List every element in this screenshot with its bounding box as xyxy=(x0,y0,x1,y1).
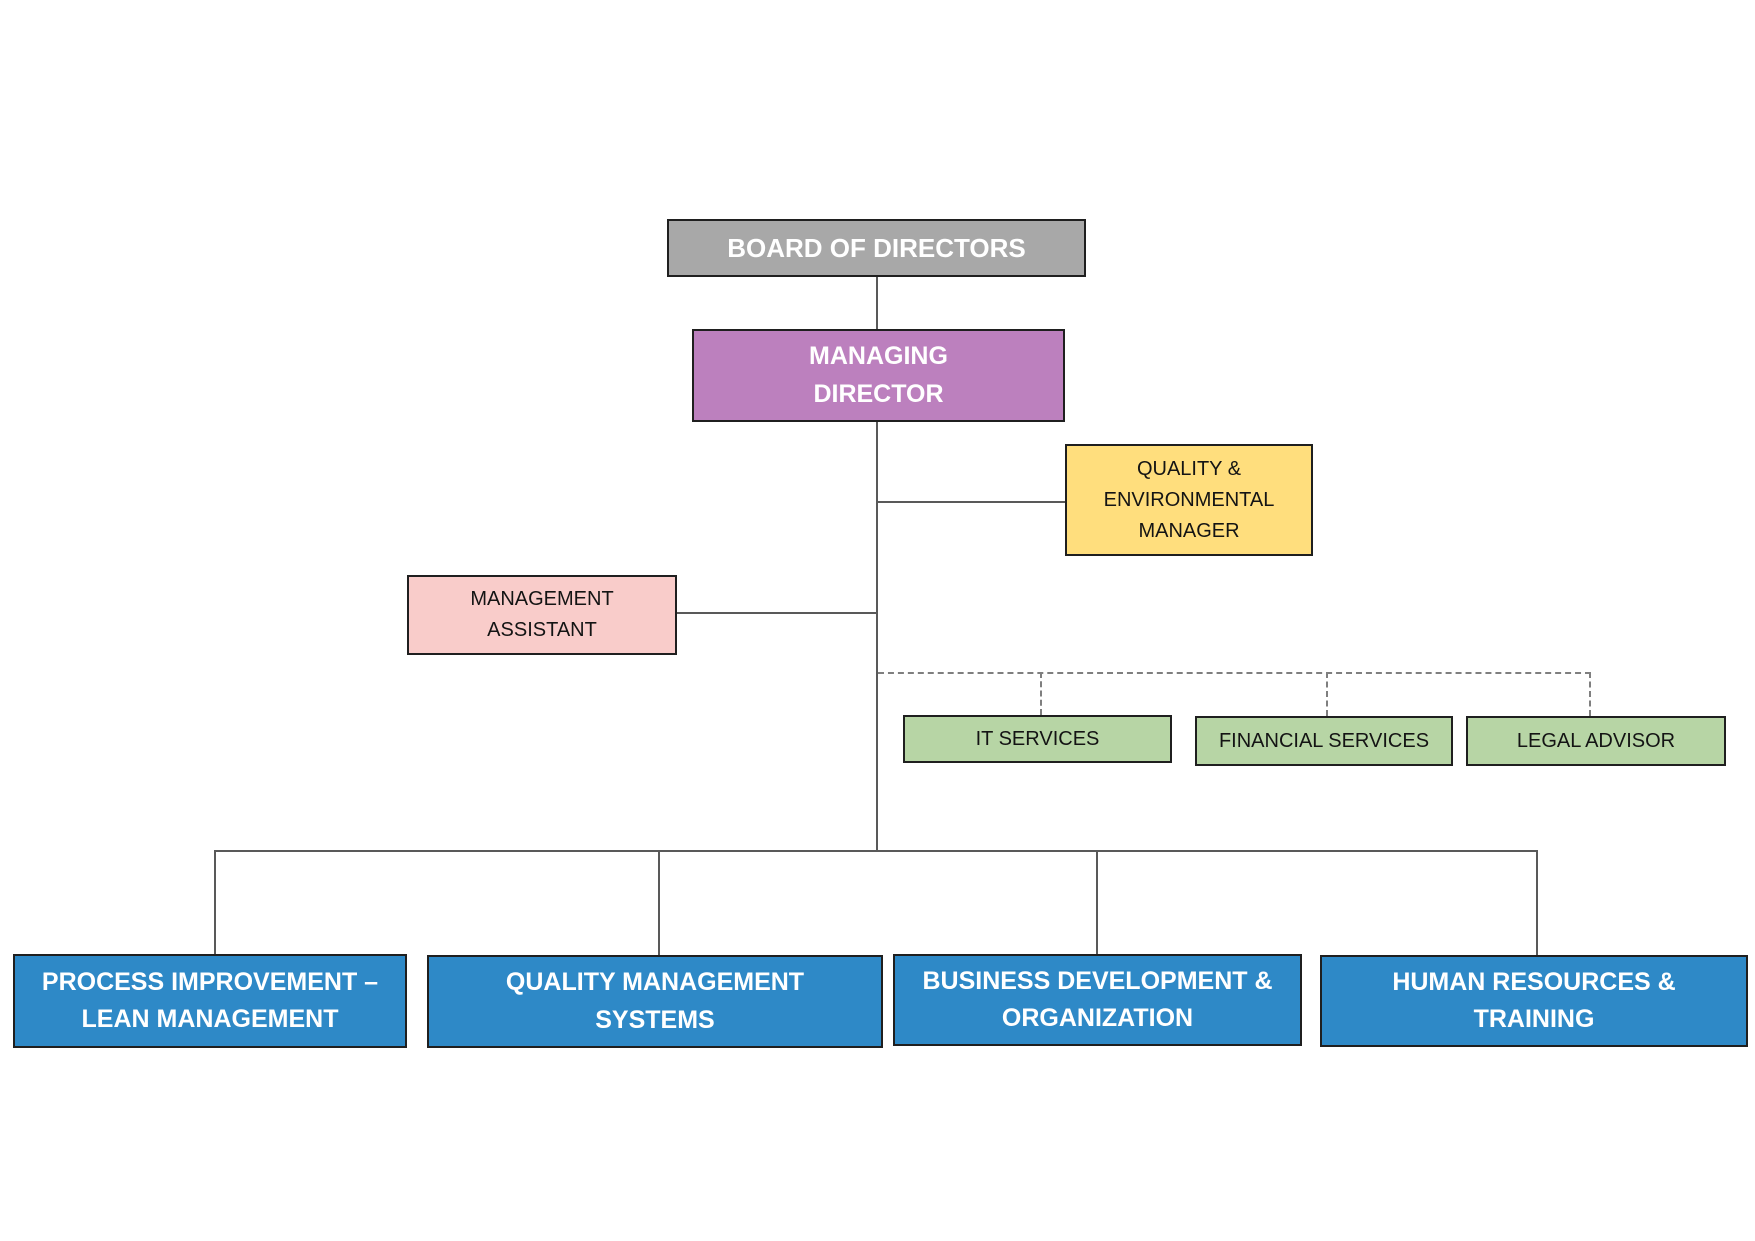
node-human-resources-training: HUMAN RESOURCES & TRAINING xyxy=(1320,955,1748,1047)
dashed-rail-services xyxy=(878,672,1591,674)
connector-to-management-assistant xyxy=(677,612,878,614)
node-process-improvement-label: PROCESS IMPROVEMENT – LEAN MANAGEMENT xyxy=(41,967,379,1034)
node-management-assistant: MANAGEMENT ASSISTANT xyxy=(407,575,677,655)
connector-board-to-managing-director xyxy=(876,277,878,329)
node-managing-director-label: MANAGING DIRECTOR xyxy=(809,342,948,408)
dashed-drop-financial-services xyxy=(1326,672,1328,716)
drop-human-resources xyxy=(1536,850,1538,955)
node-managing-director: MANAGING DIRECTOR xyxy=(692,329,1065,422)
node-financial-services: FINANCIAL SERVICES xyxy=(1195,716,1453,766)
node-financial-services-label: FINANCIAL SERVICES xyxy=(1218,729,1430,752)
node-board-of-directors: BOARD OF DIRECTORS xyxy=(667,219,1086,277)
node-quality-environmental-manager: QUALITY & ENVIRONMENTAL MANAGER xyxy=(1065,444,1313,556)
node-quality-management-systems: QUALITY MANAGEMENT SYSTEMS xyxy=(427,955,883,1048)
node-it-services: IT SERVICES xyxy=(903,715,1172,763)
node-process-improvement-lean-management: PROCESS IMPROVEMENT – LEAN MANAGEMENT xyxy=(13,954,407,1048)
connector-to-quality-env-manager xyxy=(878,501,1065,503)
node-legal-advisor: LEGAL ADVISOR xyxy=(1466,716,1726,766)
node-quality-management-systems-label: QUALITY MANAGEMENT SYSTEMS xyxy=(505,968,805,1034)
node-board-of-directors-label: BOARD OF DIRECTORS xyxy=(727,232,1026,263)
node-quality-environmental-manager-label: QUALITY & ENVIRONMENTAL MANAGER xyxy=(1103,457,1275,542)
node-business-development-organization: BUSINESS DEVELOPMENT & ORGANIZATION xyxy=(893,954,1302,1046)
node-legal-advisor-label: LEGAL ADVISOR xyxy=(1516,729,1676,752)
connector-main-stem xyxy=(876,422,878,851)
dashed-drop-it-services xyxy=(1040,672,1042,715)
dashed-drop-legal-advisor xyxy=(1589,672,1591,716)
drop-business-development xyxy=(1096,850,1098,954)
node-human-resources-label: HUMAN RESOURCES & TRAINING xyxy=(1392,967,1676,1034)
connector-bottom-rail xyxy=(215,850,1537,852)
drop-process-improvement xyxy=(214,850,216,954)
node-management-assistant-label: MANAGEMENT ASSISTANT xyxy=(470,588,614,641)
node-it-services-label: IT SERVICES xyxy=(975,727,1100,750)
node-business-development-label: BUSINESS DEVELOPMENT & ORGANIZATION xyxy=(922,966,1273,1033)
drop-quality-management xyxy=(658,850,660,955)
